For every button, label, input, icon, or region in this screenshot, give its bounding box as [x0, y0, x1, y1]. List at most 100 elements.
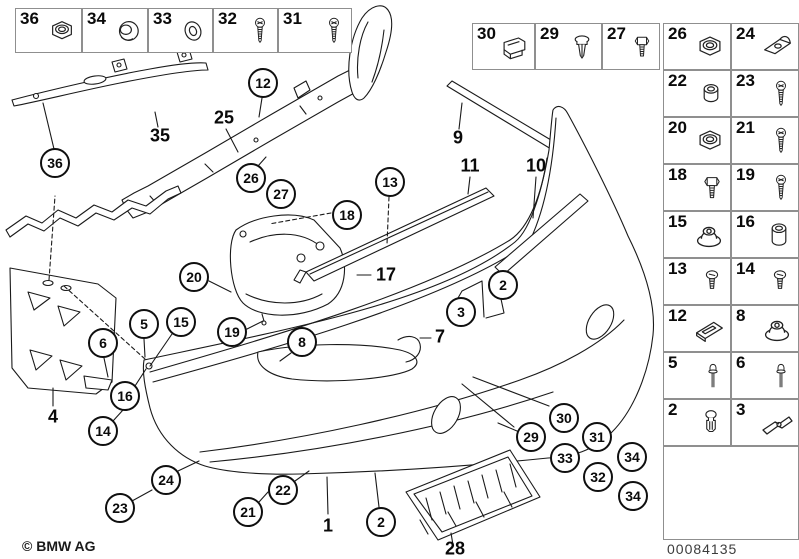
part-35-trim-strip [11, 48, 209, 107]
callout-12[interactable]: 12 [248, 68, 278, 98]
hex-nut-icon [52, 20, 72, 39]
pan-screw-icon [776, 80, 786, 106]
part-label-25: 25 [213, 107, 235, 128]
expanding-clip-icon [705, 409, 717, 432]
callout-27[interactable]: 27 [266, 179, 296, 209]
part-11-strip [293, 187, 495, 284]
legend-box-22[interactable]: 22 [663, 70, 731, 117]
part-9-strip [446, 80, 557, 150]
legend-box-20[interactable]: 20 [663, 117, 731, 164]
callout-22[interactable]: 22 [268, 475, 298, 505]
legend-box-21[interactable]: 21 [731, 117, 799, 164]
legend-box-29[interactable]: 29 [535, 23, 602, 70]
short-screw-icon [705, 269, 719, 289]
legend-box-number: 6 [736, 353, 746, 372]
part-label-7: 7 [434, 326, 446, 347]
legend-box-number: 36 [20, 9, 39, 28]
callout-6[interactable]: 6 [88, 328, 118, 358]
speed-nut-icon [764, 35, 791, 54]
legend-box-33[interactable]: 33 [148, 8, 213, 53]
callout-32[interactable]: 32 [583, 462, 613, 492]
legend-box-8[interactable]: 8 [731, 305, 799, 352]
pan-screw-icon [776, 174, 786, 200]
callout-29[interactable]: 29 [516, 422, 546, 452]
pan-screw-icon [255, 17, 265, 43]
part-label-17: 17 [375, 264, 397, 285]
callout-21[interactable]: 21 [233, 497, 263, 527]
callout-2-upper[interactable]: 2 [488, 270, 518, 300]
legend-box-2[interactable]: 2 [663, 399, 731, 446]
legend-box-number: 15 [668, 212, 687, 231]
callout-30[interactable]: 30 [549, 403, 579, 433]
legend-box-number: 3 [736, 400, 746, 419]
callout-33[interactable]: 33 [550, 443, 580, 473]
part-label-35: 35 [149, 125, 171, 146]
pan-screw-icon [329, 17, 339, 43]
legend-box-15[interactable]: 15 [663, 211, 731, 258]
part-label-1: 1 [322, 515, 334, 536]
leader-lines [42, 97, 550, 546]
legend-box-32[interactable]: 32 [213, 8, 278, 53]
callout-34-upper[interactable]: 34 [617, 442, 647, 472]
legend-box-14[interactable]: 14 [731, 258, 799, 305]
carrier-end-duct [348, 5, 393, 101]
legend-box-23[interactable]: 23 [731, 70, 799, 117]
bracket-clip-icon [762, 415, 793, 435]
callout-13[interactable]: 13 [375, 167, 405, 197]
flange-nut-icon [696, 226, 722, 247]
legend-box-13[interactable]: 13 [663, 258, 731, 305]
hex-nut-icon [699, 129, 721, 150]
legend-box-number: 22 [668, 71, 687, 90]
callout-8[interactable]: 8 [287, 327, 317, 357]
legend-box-6[interactable]: 6 [731, 352, 799, 399]
legend-box-34[interactable]: 34 [82, 8, 148, 53]
pan-screw-icon [776, 127, 786, 153]
legend-box-number: 21 [736, 118, 755, 137]
legend-box-36[interactable]: 36 [15, 8, 82, 53]
part-28-grille [405, 449, 541, 541]
callout-19[interactable]: 19 [217, 317, 247, 347]
callout-23[interactable]: 23 [105, 493, 135, 523]
legend-box-3[interactable]: 3 [731, 399, 799, 446]
legend-box-19[interactable]: 19 [731, 164, 799, 211]
callout-18[interactable]: 18 [332, 200, 362, 230]
car-locator-box [663, 446, 799, 540]
callout-26[interactable]: 26 [236, 163, 266, 193]
part-label-11: 11 [460, 155, 480, 176]
legend-box-16[interactable]: 16 [731, 211, 799, 258]
legend-box-31[interactable]: 31 [278, 8, 352, 53]
legend-box-27[interactable]: 27 [602, 23, 660, 70]
legend-box-5[interactable]: 5 [663, 352, 731, 399]
callout-36[interactable]: 36 [40, 148, 70, 178]
legend-box-18[interactable]: 18 [663, 164, 731, 211]
clip-nut-icon [503, 36, 526, 59]
callout-3[interactable]: 3 [446, 297, 476, 327]
legend-box-number: 30 [477, 24, 496, 43]
callout-20[interactable]: 20 [179, 262, 209, 292]
callout-34-lower[interactable]: 34 [618, 481, 648, 511]
callout-5[interactable]: 5 [129, 309, 159, 339]
impact-absorber [5, 185, 182, 238]
part-label-28: 28 [444, 538, 466, 559]
legend-box-number: 20 [668, 118, 687, 137]
flange-nut-icon [764, 320, 790, 341]
hex-bolt-icon [634, 36, 650, 56]
callout-24[interactable]: 24 [151, 465, 181, 495]
legend-box-number: 34 [87, 9, 106, 28]
part-17-bracket [229, 214, 345, 326]
legend-box-number: 18 [668, 165, 687, 184]
legend-box-24[interactable]: 24 [731, 23, 799, 70]
callout-2-lower[interactable]: 2 [366, 507, 396, 537]
part-4-bracket [9, 267, 117, 395]
legend-box-number: 26 [668, 24, 687, 43]
legend-box-12[interactable]: 12 [663, 305, 731, 352]
legend-box-number: 33 [153, 9, 172, 28]
callout-14[interactable]: 14 [88, 416, 118, 446]
callout-16[interactable]: 16 [110, 381, 140, 411]
callout-31[interactable]: 31 [582, 422, 612, 452]
callout-15[interactable]: 15 [166, 307, 196, 337]
short-screw-icon [773, 269, 787, 289]
legend-box-30[interactable]: 30 [472, 23, 535, 70]
legend-box-26[interactable]: 26 [663, 23, 731, 70]
